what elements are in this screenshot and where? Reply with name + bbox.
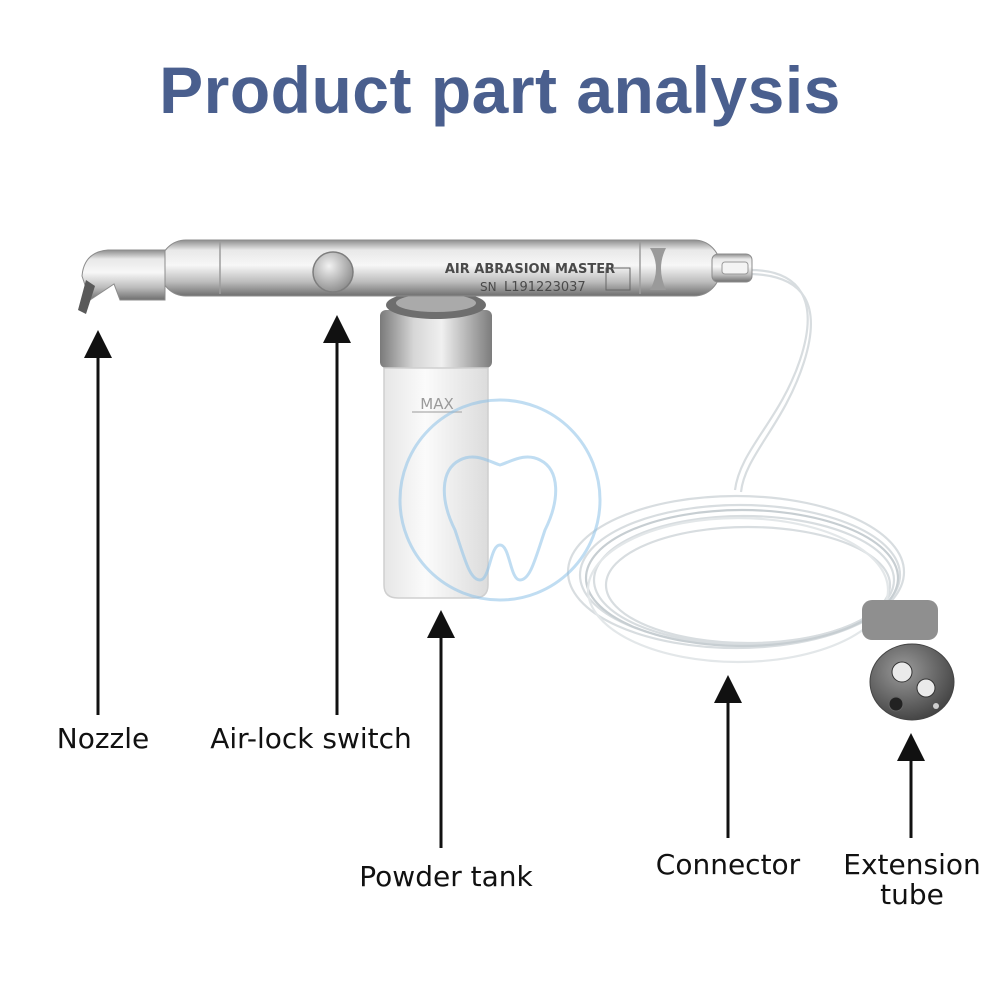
air-lock-switch-arrow bbox=[323, 315, 351, 715]
extension-tube-label-line2: tube bbox=[880, 878, 944, 911]
tank-max-mark: MAX bbox=[420, 395, 453, 413]
arrows bbox=[84, 315, 925, 848]
connector-shape bbox=[862, 600, 955, 721]
tubing bbox=[566, 268, 906, 664]
serial-number: L191223037 bbox=[504, 280, 586, 295]
extension-tube-label-line1: Extension bbox=[843, 848, 981, 881]
serial-prefix: SN bbox=[480, 280, 497, 294]
nozzle-label: Nozzle bbox=[56, 722, 150, 755]
powder-tank-shape bbox=[380, 291, 492, 599]
powder-tank-arrow bbox=[427, 610, 455, 848]
powder-tank-label: Powder tank bbox=[359, 860, 533, 893]
connector-arrow bbox=[714, 675, 742, 838]
extension-tube-label: Extension tube bbox=[836, 850, 988, 910]
tooth-watermark bbox=[398, 398, 602, 602]
connector-label: Connector bbox=[655, 848, 801, 881]
page-title: Product part analysis bbox=[159, 53, 841, 127]
air-lock-switch-label: Air-lock switch bbox=[210, 722, 412, 755]
nozzle-arrow bbox=[84, 330, 112, 715]
brand-text: AIR ABRASION MASTER bbox=[445, 262, 615, 277]
extension-tube-arrow bbox=[897, 733, 925, 838]
handpiece-body bbox=[78, 239, 753, 314]
